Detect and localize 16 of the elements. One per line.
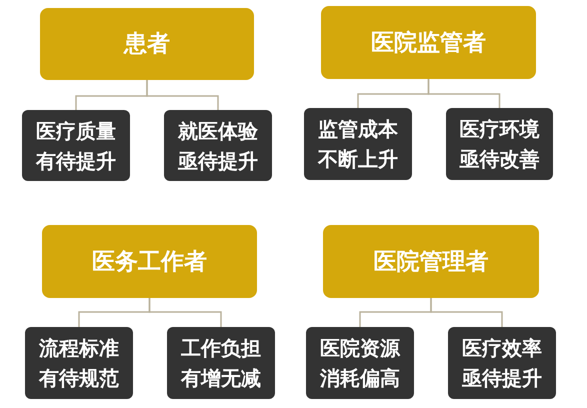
connector-line <box>148 298 222 327</box>
issue-box: 医疗环境亟待改善 <box>446 108 553 180</box>
issue-box: 工作负担有增无减 <box>167 327 275 399</box>
issue-box: 医院资源消耗偏高 <box>306 327 414 399</box>
issue-box: 监管成本不断上升 <box>304 108 412 180</box>
category-box: 医院监管者 <box>321 6 536 79</box>
issue-box: 医疗质量有待提升 <box>22 110 130 181</box>
connector-line <box>146 80 219 110</box>
category-box: 医务工作者 <box>42 225 257 298</box>
category-box: 医院管理者 <box>323 225 539 298</box>
connector-line <box>430 298 503 327</box>
issue-box: 医疗效率亟待提升 <box>448 327 556 399</box>
issue-box: 流程标准有待规范 <box>25 327 133 399</box>
connector-line <box>428 79 500 108</box>
category-box: 患者 <box>40 8 254 80</box>
issue-box: 就医体验亟待提升 <box>164 110 272 181</box>
